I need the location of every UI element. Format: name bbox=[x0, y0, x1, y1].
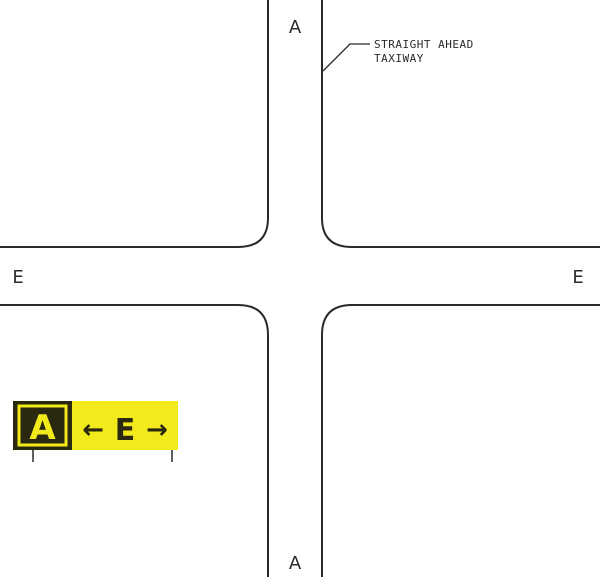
sign-direction-letter: E bbox=[115, 413, 136, 448]
sign-location-border bbox=[17, 404, 68, 447]
sign-location-letter: A bbox=[29, 408, 56, 448]
edge-upper-right bbox=[321, 0, 600, 248]
sign-location-panel bbox=[13, 401, 72, 450]
taxiway-label-west: E bbox=[12, 267, 23, 288]
taxiway-label-south: A bbox=[289, 553, 302, 574]
edge-upper-left bbox=[0, 0, 269, 248]
sign-arrow-left-icon: ← bbox=[82, 415, 104, 445]
edge-lower-right bbox=[321, 304, 600, 577]
edge-lower-left bbox=[0, 304, 269, 577]
callout-straight-ahead: STRAIGHT AHEAD TAXIWAY bbox=[322, 38, 474, 72]
taxiway-label-east: E bbox=[572, 267, 583, 288]
callout-line-1: STRAIGHT AHEAD bbox=[374, 38, 474, 51]
taxiway-label-north: A bbox=[289, 17, 302, 38]
sign-direction-panel bbox=[72, 401, 178, 450]
callout-line-2: TAXIWAY bbox=[374, 52, 424, 65]
sign-arrow-right-icon: → bbox=[146, 415, 168, 445]
callout-leader-line bbox=[322, 43, 370, 72]
airfield-sign: A ← E → bbox=[13, 401, 178, 462]
